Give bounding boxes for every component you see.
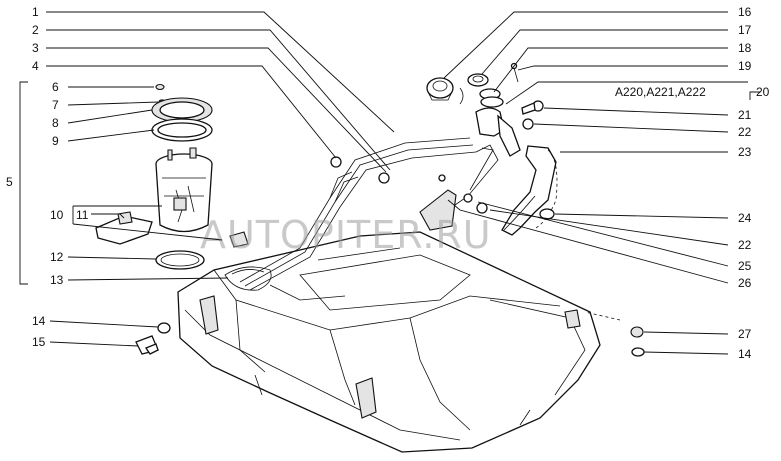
bracket-nut xyxy=(438,174,446,182)
sender-float xyxy=(229,231,249,248)
label-3: 3 xyxy=(32,41,39,55)
mounting-bracket xyxy=(419,189,457,231)
label-17: 17 xyxy=(738,23,752,37)
leader-lines xyxy=(19,11,760,355)
label-12: 12 xyxy=(50,250,64,264)
label-1: 1 xyxy=(32,5,39,19)
label-2: 2 xyxy=(32,23,39,37)
fuel-cap xyxy=(426,77,464,105)
label-7: 7 xyxy=(52,98,59,112)
label-13: 13 xyxy=(50,273,64,287)
label-16: 16 xyxy=(738,5,752,19)
neck-rings xyxy=(479,62,519,108)
label-6: 6 xyxy=(52,80,59,94)
fuel-tank xyxy=(177,231,601,453)
right-bolt-nuts xyxy=(584,311,645,357)
label-19: 19 xyxy=(738,59,752,73)
hose-clip xyxy=(330,156,390,184)
label-5: 5 xyxy=(6,175,13,189)
label-27: 27 xyxy=(738,327,752,341)
label-11: 11 xyxy=(76,208,89,222)
label-9: 9 xyxy=(52,134,59,148)
bracket-nut xyxy=(476,202,488,214)
cap-seal xyxy=(467,73,489,87)
label-15: 15 xyxy=(32,335,46,349)
label-8: 8 xyxy=(52,116,59,130)
bracket-nut xyxy=(463,193,473,203)
left-labels: 1 2 3 4 5 6 7 8 9 10 11 12 13 14 15 xyxy=(6,5,89,349)
fuel-pump-module xyxy=(155,147,213,233)
label-26: 26 xyxy=(738,276,752,290)
label-14b: 14 xyxy=(738,347,752,361)
label-23: 23 xyxy=(738,145,752,159)
label-10: 10 xyxy=(50,208,64,222)
label-14: 14 xyxy=(32,314,46,328)
neck-vent-fitting xyxy=(521,100,544,130)
right-labels: 16 17 18 19 A220,A221,A222 20 21 22 23 2… xyxy=(615,5,770,361)
label-22: 22 xyxy=(738,125,752,139)
pump-seal-ring xyxy=(155,250,205,270)
watermark: AUTOPITER.RU xyxy=(200,213,492,257)
label-25: 25 xyxy=(738,259,752,273)
mounting-bolt xyxy=(135,322,171,355)
label-21: 21 xyxy=(738,108,752,122)
pump-gasket xyxy=(151,118,213,142)
fuel-lines xyxy=(239,137,499,291)
label-20: 20 xyxy=(756,85,770,99)
locking-ring xyxy=(151,97,213,123)
label-18: 18 xyxy=(738,41,752,55)
label-24: 24 xyxy=(738,211,752,225)
label-4: 4 xyxy=(32,59,39,73)
label-22b: 22 xyxy=(738,238,752,252)
filler-neck xyxy=(475,107,558,236)
label-a220-group: A220,A221,A222 xyxy=(615,85,706,99)
fuel-level-sender xyxy=(95,211,153,245)
